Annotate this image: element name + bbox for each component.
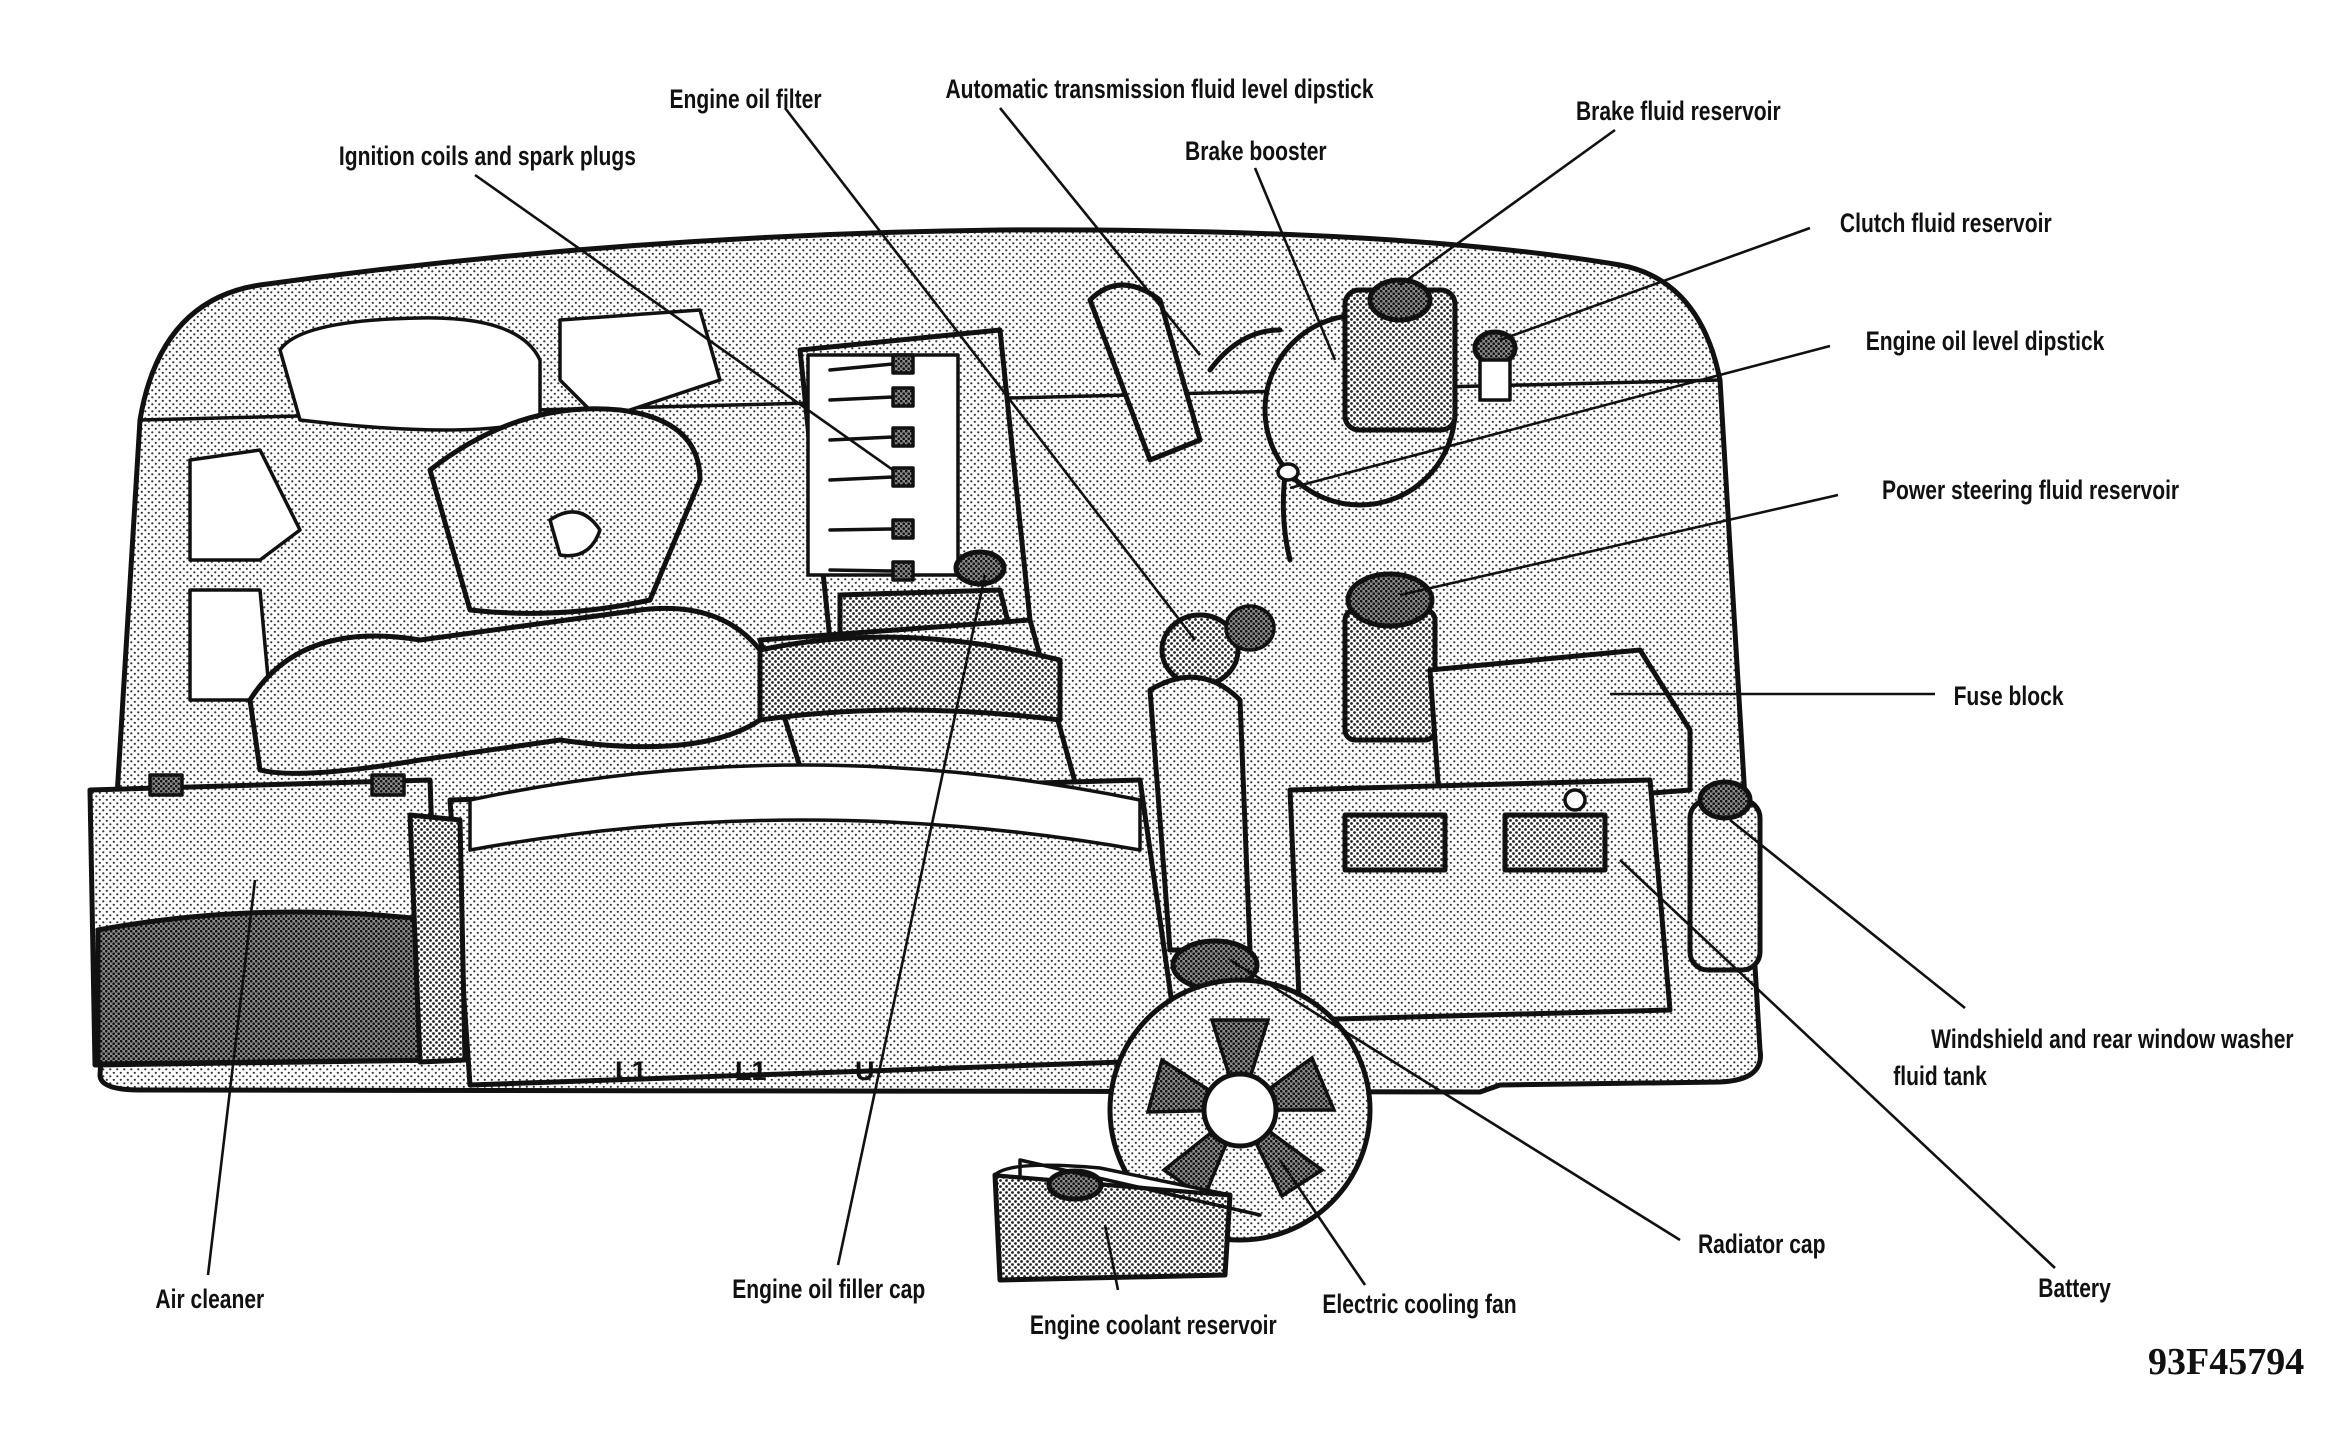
label-power-steering-reservoir: Power steering fluid reservoir <box>1882 476 2180 506</box>
manifold-mark-2: L1 <box>735 1056 767 1086</box>
washer-fluid-tank-part <box>1687 779 1763 973</box>
label-air-cleaner: Air cleaner <box>155 1285 264 1315</box>
manifold-mark-1: L1 <box>615 1056 647 1086</box>
engine-oil-filler-cap-part <box>953 549 1007 587</box>
label-brake-booster: Brake booster <box>1185 137 1327 167</box>
leader-lines <box>206 107 2056 1291</box>
label-ignition-coils: Ignition coils and spark plugs <box>339 142 636 172</box>
coolant-reservoir-part <box>992 1158 1262 1283</box>
clutch-fluid-reservoir-part <box>1472 329 1518 402</box>
engine-oil-dipstick-part <box>1276 462 1300 563</box>
power-steering-reservoir-part <box>1342 571 1438 743</box>
labels: Engine oil filter Automatic transmission… <box>155 75 2304 1383</box>
figure-code: 93F45794 <box>2148 1341 2304 1383</box>
air-cleaner-part <box>87 773 468 1068</box>
manifold-mark-3: U <box>855 1056 875 1086</box>
label-engine-oil-dipstick: Engine oil level dipstick <box>1866 327 2105 357</box>
engine-block: L1 L1 U <box>447 617 1183 1088</box>
label-engine-oil-filler-cap: Engine oil filler cap <box>732 1275 925 1305</box>
cylinder-head <box>797 327 1033 643</box>
electric-cooling-fan-part <box>1107 977 1373 1243</box>
engine-oil-filter-part <box>1159 604 1276 688</box>
label-engine-coolant-reservoir: Engine coolant reservoir <box>1030 1311 1277 1341</box>
label-clutch-fluid-reservoir: Clutch fluid reservoir <box>1840 209 2052 239</box>
radiator-hose <box>1147 674 1253 953</box>
label-fuse-block: Fuse block <box>1954 682 2064 712</box>
label-washer-tank-line2: fluid tank <box>1893 1062 1987 1092</box>
ignition-coil-set <box>828 353 915 582</box>
battery-part <box>1287 777 1673 1023</box>
label-engine-oil-filter: Engine oil filter <box>670 85 823 115</box>
label-battery: Battery <box>2038 1274 2111 1304</box>
label-radiator-cap: Radiator cap <box>1698 1230 1826 1260</box>
label-electric-cooling-fan: Electric cooling fan <box>1322 1290 1516 1320</box>
label-atf-dipstick: Automatic transmission fluid level dipst… <box>945 75 1374 105</box>
brake-fluid-reservoir-part <box>1342 277 1458 433</box>
label-brake-fluid-reservoir: Brake fluid reservoir <box>1576 97 1781 127</box>
atf-dipstick-part <box>1087 282 1283 463</box>
label-washer-tank-line1: Windshield and rear window washer <box>1931 1025 2294 1055</box>
